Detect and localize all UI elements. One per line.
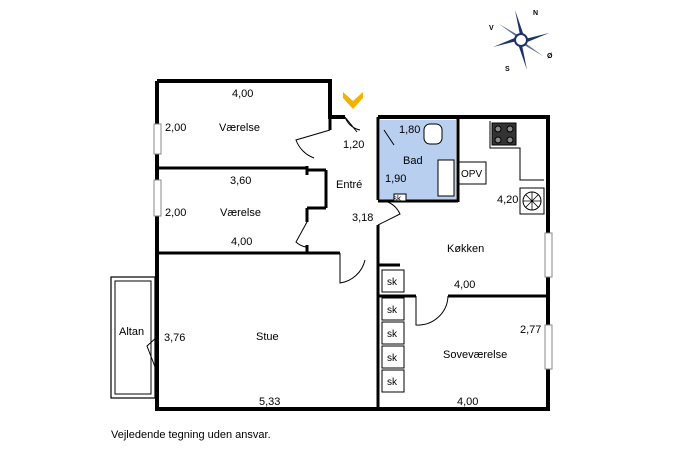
koekken-name: Køkken xyxy=(447,243,484,255)
altan-outline xyxy=(110,276,156,399)
washbasin-icon xyxy=(437,159,455,197)
window-sove xyxy=(544,324,553,370)
stue-name: Stue xyxy=(256,331,279,343)
bad-depth: 1,90 xyxy=(385,173,406,185)
closet-6 xyxy=(393,193,407,202)
toilet-icon xyxy=(423,123,443,145)
closets xyxy=(381,193,407,393)
door-koekken xyxy=(377,200,401,226)
compass-v: V xyxy=(489,25,494,32)
closet-4 xyxy=(381,345,405,369)
compass-n: N xyxy=(533,10,538,17)
closet-label: sk xyxy=(387,377,398,388)
sove-width: 4,00 xyxy=(457,396,478,408)
closet-1 xyxy=(381,269,405,293)
closet-label: sk xyxy=(387,277,398,288)
koekken-depth: 4,20 xyxy=(497,194,518,206)
vaerelse1-depth: 2,00 xyxy=(165,122,186,134)
entre-dim: 3,18 xyxy=(352,212,373,224)
closet-label: sk xyxy=(387,305,398,316)
door-sove xyxy=(415,295,449,326)
compass-rose-icon xyxy=(493,10,549,70)
door-entrance xyxy=(344,116,361,133)
sove-depth: 2,77 xyxy=(520,324,541,336)
opv-box xyxy=(457,161,487,185)
vaerelse2-depth: 2,00 xyxy=(165,207,186,219)
window-vaerelse2 xyxy=(153,179,162,217)
closet-2 xyxy=(381,297,405,321)
door-vaerelse1 xyxy=(295,129,331,159)
closet-label: sk xyxy=(387,353,398,364)
vaerelse2-width-bottom: 4,00 xyxy=(231,236,252,248)
vaerelse2-width-top: 3,60 xyxy=(230,175,251,187)
vaerelse1-width: 4,00 xyxy=(232,88,253,100)
door-vaerelse2 xyxy=(295,221,308,248)
stue-width: 5,33 xyxy=(259,396,280,408)
closet-5 xyxy=(381,369,405,393)
entrance-marker-icon xyxy=(343,92,363,109)
compass-s: S xyxy=(505,66,510,73)
window-vaerelse1 xyxy=(153,123,162,155)
door-stue xyxy=(339,253,366,284)
vaerelse2-name: Værelse xyxy=(220,207,261,219)
bathroom-fixtures xyxy=(423,123,487,197)
interior-walls xyxy=(157,117,548,409)
vaerelse1-name: Værelse xyxy=(219,122,260,134)
bad-name: Bad xyxy=(403,155,423,167)
stue-depth: 3,76 xyxy=(164,332,185,344)
closet-label: sk xyxy=(387,329,398,340)
altan-rail xyxy=(114,280,152,395)
disclaimer: Vejledende tegning uden ansvar. xyxy=(111,429,271,441)
opv-label: OPV xyxy=(461,169,482,180)
outer-walls xyxy=(155,79,550,411)
altan-name: Altan xyxy=(119,326,144,338)
windows xyxy=(153,123,553,370)
door-altan xyxy=(146,336,158,373)
sove-name: Soveværelse xyxy=(443,349,507,361)
entre-dim-small: 1,20 xyxy=(343,139,364,151)
door-bad xyxy=(383,129,395,146)
closet-label: sk xyxy=(393,194,402,203)
closet-3 xyxy=(381,321,405,345)
bad-width: 1,80 xyxy=(399,124,420,136)
compass-o: Ø xyxy=(547,53,553,60)
doors xyxy=(146,116,449,373)
kitchen-fixtures xyxy=(489,121,545,215)
entre-name: Entré xyxy=(336,179,362,191)
window-koekken xyxy=(544,232,553,278)
koekken-width: 4,00 xyxy=(454,279,475,291)
